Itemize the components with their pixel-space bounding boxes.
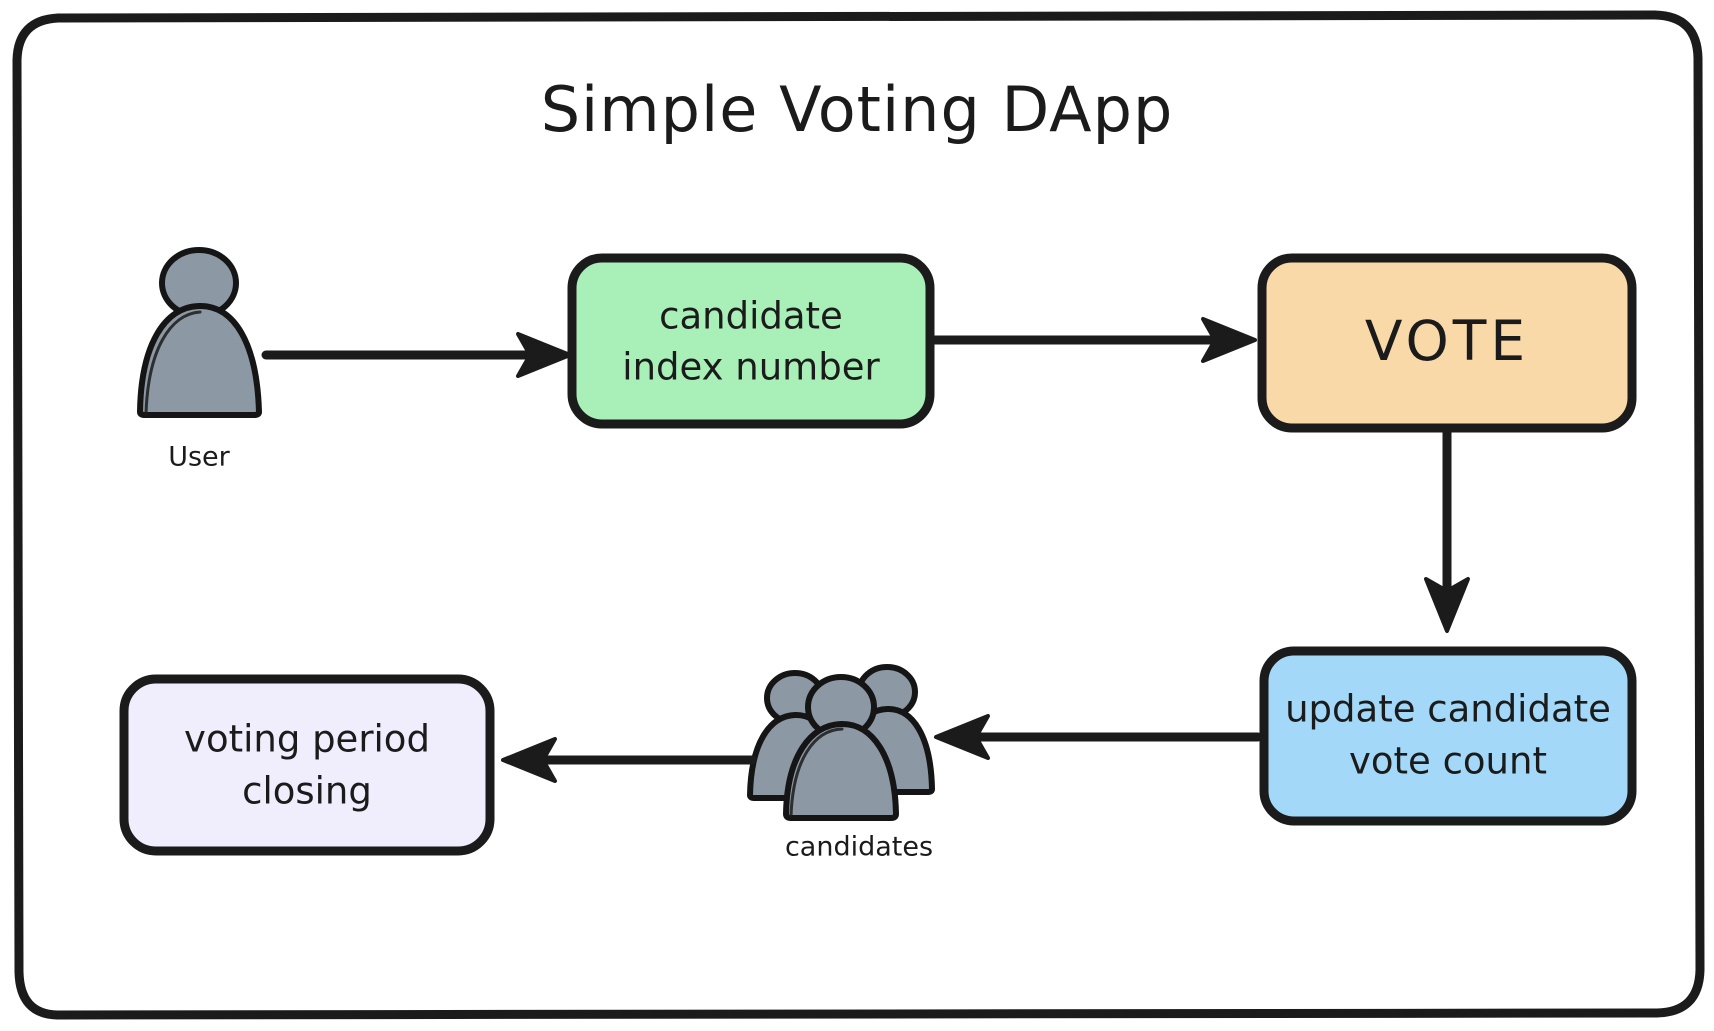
node-candidate-index[interactable]: candidate index number: [567, 253, 935, 429]
candidate-index-label-line2: index number: [622, 346, 880, 389]
vote-label: VOTE: [1365, 309, 1529, 373]
page-title: Simple Voting DApp: [541, 73, 1174, 146]
edge-candidates-to-closing: [501, 737, 757, 783]
user-icon: [137, 247, 262, 418]
update-vote-count-label-line1: update candidate: [1285, 688, 1611, 731]
candidate-index-label-line1: candidate: [659, 295, 843, 338]
voting-period-closing-box[interactable]: [119, 674, 495, 856]
node-voting-period-closing[interactable]: voting period closing: [119, 674, 495, 856]
edge-candidate-index-to-vote: [930, 317, 1257, 363]
edge-vote-to-update: [1424, 427, 1470, 633]
edge-update-to-candidates: [934, 714, 1263, 760]
candidates-caption: candidates: [785, 832, 933, 863]
node-update-vote-count[interactable]: update candidate vote count: [1259, 646, 1637, 826]
edge-user-to-candidate-index: [261, 332, 572, 378]
voting-period-closing-label-line2: closing: [242, 770, 372, 813]
users-group-icon: [747, 664, 935, 821]
voting-period-closing-label-line1: voting period: [184, 718, 430, 761]
update-vote-count-box[interactable]: [1259, 646, 1637, 826]
update-vote-count-label-line2: vote count: [1349, 740, 1547, 783]
user-caption: User: [168, 442, 230, 473]
diagram-frame: [12, 10, 1705, 1020]
candidate-index-box[interactable]: [567, 253, 935, 429]
node-vote[interactable]: VOTE: [1257, 253, 1637, 433]
